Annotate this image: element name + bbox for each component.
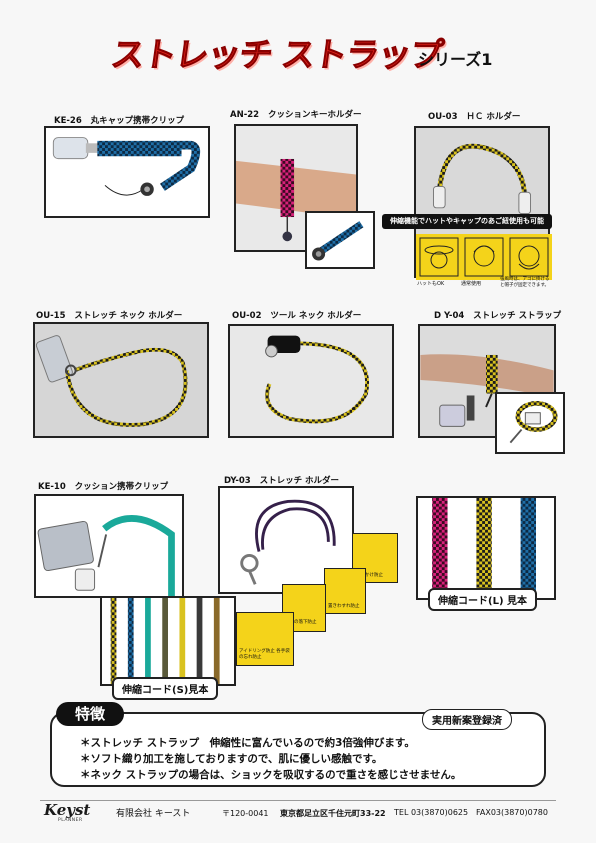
product-caption-ke26: KE-26 丸キャップ携帯クリップ	[54, 114, 184, 126]
hat-usage-icons	[419, 237, 549, 277]
product-name: ストレッチ ストラップ	[473, 311, 562, 321]
tool-neck-holder-illustration	[265, 335, 369, 424]
product-code: OU-15	[36, 311, 66, 321]
product-photo-ke10	[34, 494, 184, 598]
product-code: OU-02	[232, 311, 262, 321]
product-caption-dy03: DY-03 ストレッチ ホルダー	[224, 474, 339, 486]
cord-sample-small-label: 伸縮コード(S)見本	[112, 677, 219, 700]
feature-item: ＊ソフト織り加工を施しておりますので、肌に優しい感触です。	[80, 753, 383, 765]
stretch-holder-illustration	[240, 499, 336, 585]
registered-badge: 実用新案登録済	[422, 709, 512, 730]
product-caption-an22: AN-22 クッションキーホルダー	[230, 108, 361, 120]
wrist-strap-illustration	[420, 354, 554, 427]
series-label: シリーズ1	[418, 50, 493, 69]
feature-item: ＊ストレッチ ストラップ 伸縮性に富んでいるので約3倍強伸びます。	[80, 737, 415, 749]
wrist-keyholder-illustration	[236, 158, 356, 242]
product-name: ＨＣ ホルダー	[466, 112, 521, 122]
small-cord-swatches	[110, 598, 220, 684]
product-caption-ou02: OU-02 ツール ネック ホルダー	[232, 309, 361, 321]
usage-card-forget: 置きわすれ防止	[324, 568, 366, 614]
usage-card-text: 置きわすれ防止	[328, 604, 360, 609]
lanyard-clip-illustration	[52, 137, 201, 196]
product-name: ストレッチ ネック ホルダー	[74, 311, 183, 321]
feature-item: ＊ネック ストラップの場合は、ショックを吸収するので重さを感じさせません。	[80, 769, 462, 781]
usage-card-text: 不意の落下防止	[285, 620, 317, 625]
product-name: ストレッチ ホルダー	[259, 476, 340, 486]
footer-divider	[40, 800, 556, 801]
company-name: 有限会社 キースト	[116, 809, 191, 819]
postal-code: 〒120-0041	[222, 809, 269, 818]
strap-closeup-illustration	[509, 401, 558, 444]
neck-holder-illustration	[35, 335, 188, 427]
product-photo-an22-inset	[305, 211, 375, 269]
product-code: DY-03	[224, 476, 251, 486]
cord-sample-large-label: 伸縮コード(L) 見本	[428, 588, 537, 611]
usage-card-text: ひっかけ防止	[356, 573, 383, 578]
hc-note-normal: 通常使用	[461, 281, 482, 287]
company-logo-sub: PLANNER	[58, 818, 83, 823]
product-name: 丸キャップ携帯クリップ	[90, 116, 185, 126]
company-tel: TEL 03(3870)0625	[394, 808, 469, 817]
cushion-phone-clip-illustration	[37, 515, 175, 596]
keyholder-closeup-illustration	[312, 221, 364, 261]
product-code: KE-26	[54, 116, 82, 126]
company-fax: FAX03(3870)0780	[476, 808, 548, 817]
product-photo-dy04-inset	[495, 392, 565, 454]
cord-sample-small	[100, 596, 236, 686]
large-cord-swatches	[432, 498, 536, 598]
features-tag: 特徴	[56, 702, 124, 726]
product-caption-ou03: OU-03 ＨＣ ホルダー	[428, 110, 520, 122]
product-caption-dy04: D Y-04 ストレッチ ストラップ	[434, 309, 561, 321]
product-code: D Y-04	[434, 311, 465, 321]
product-name: クッションキーホルダー	[267, 110, 362, 120]
product-caption-ou15: OU-15 ストレッチ ネック ホルダー	[36, 309, 182, 321]
product-code: KE-10	[38, 482, 66, 492]
usage-card-snag: ひっかけ防止	[352, 533, 398, 583]
company-address: 東京都足立区千住元町33-22	[280, 809, 386, 818]
company-logo: Keyst	[44, 801, 91, 819]
page-title: ストレッチ ストラップ	[108, 35, 445, 75]
cord-sample-large	[416, 496, 556, 600]
product-photo-ke26	[44, 126, 210, 218]
product-photo-ou02	[228, 324, 394, 438]
hc-holder-illustration	[432, 143, 532, 215]
hc-note-wind: 強風時は、アゴに掛けると帽子が固定できます。	[500, 277, 550, 288]
usage-card-text: アイドリング防止 各手袋の忘れ防止	[239, 649, 290, 660]
hc-usage-panel	[416, 234, 552, 280]
hc-note-hat: ハットもOK	[417, 281, 445, 287]
product-code: OU-03	[428, 112, 458, 122]
product-code: AN-22	[230, 110, 260, 120]
hc-usage-banner: 伸縮機能でハットやキャップのあご紐使用も可能	[382, 214, 552, 229]
usage-card-glove: アイドリング防止 各手袋の忘れ防止	[236, 612, 294, 666]
product-caption-ke10: KE-10 クッション携帯クリップ	[38, 480, 168, 492]
product-name: ツール ネック ホルダー	[270, 311, 362, 321]
product-photo-ou15	[33, 322, 209, 438]
product-name: クッション携帯クリップ	[74, 482, 169, 492]
